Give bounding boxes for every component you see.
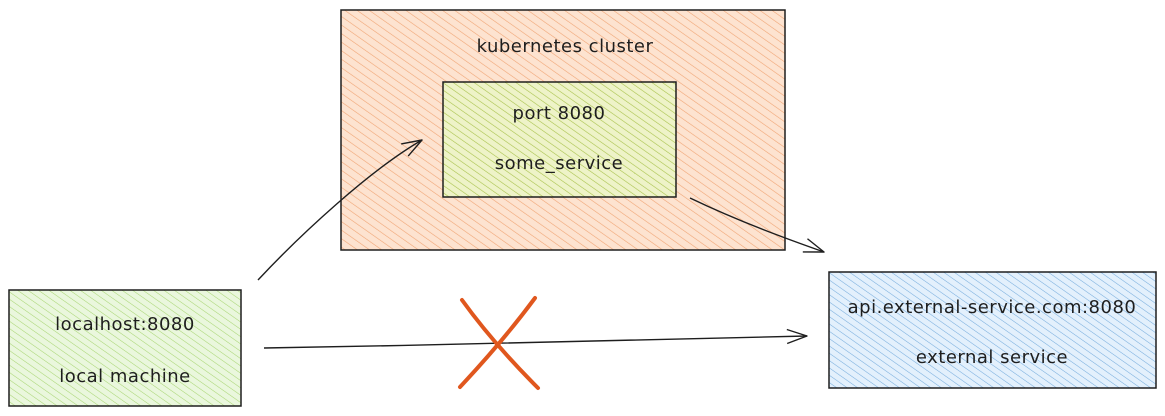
service-hatch xyxy=(443,82,676,197)
external-service-node[interactable]: api.external-service.com:8080 external s… xyxy=(828,271,1157,389)
cluster-title: kubernetes cluster xyxy=(477,36,654,57)
local-hatch xyxy=(9,290,241,406)
cross-stroke-1 xyxy=(460,298,540,390)
cross-stroke-2 xyxy=(458,296,537,389)
cluster-border xyxy=(340,9,786,251)
external-host-label: api.external-service.com:8080 xyxy=(848,297,1137,318)
external-hatch xyxy=(829,272,1156,388)
local-machine-label: local machine xyxy=(59,366,191,387)
service-name-label: some_service xyxy=(495,153,623,174)
service-border xyxy=(442,81,677,198)
arrow-local-to-service xyxy=(257,139,423,281)
local-host-label: localhost:8080 xyxy=(55,314,195,335)
blocked-cross-icon xyxy=(458,296,540,390)
arrow-local-to-external xyxy=(263,328,808,349)
arrow-service-to-external xyxy=(689,197,825,253)
local-border xyxy=(8,289,242,407)
service-port-label: port 8080 xyxy=(513,103,606,124)
external-service-label: external service xyxy=(916,347,1068,368)
some-service-node[interactable]: port 8080 some_service xyxy=(442,81,677,198)
external-border xyxy=(828,271,1157,389)
local-machine-node[interactable]: localhost:8080 local machine xyxy=(8,289,242,407)
